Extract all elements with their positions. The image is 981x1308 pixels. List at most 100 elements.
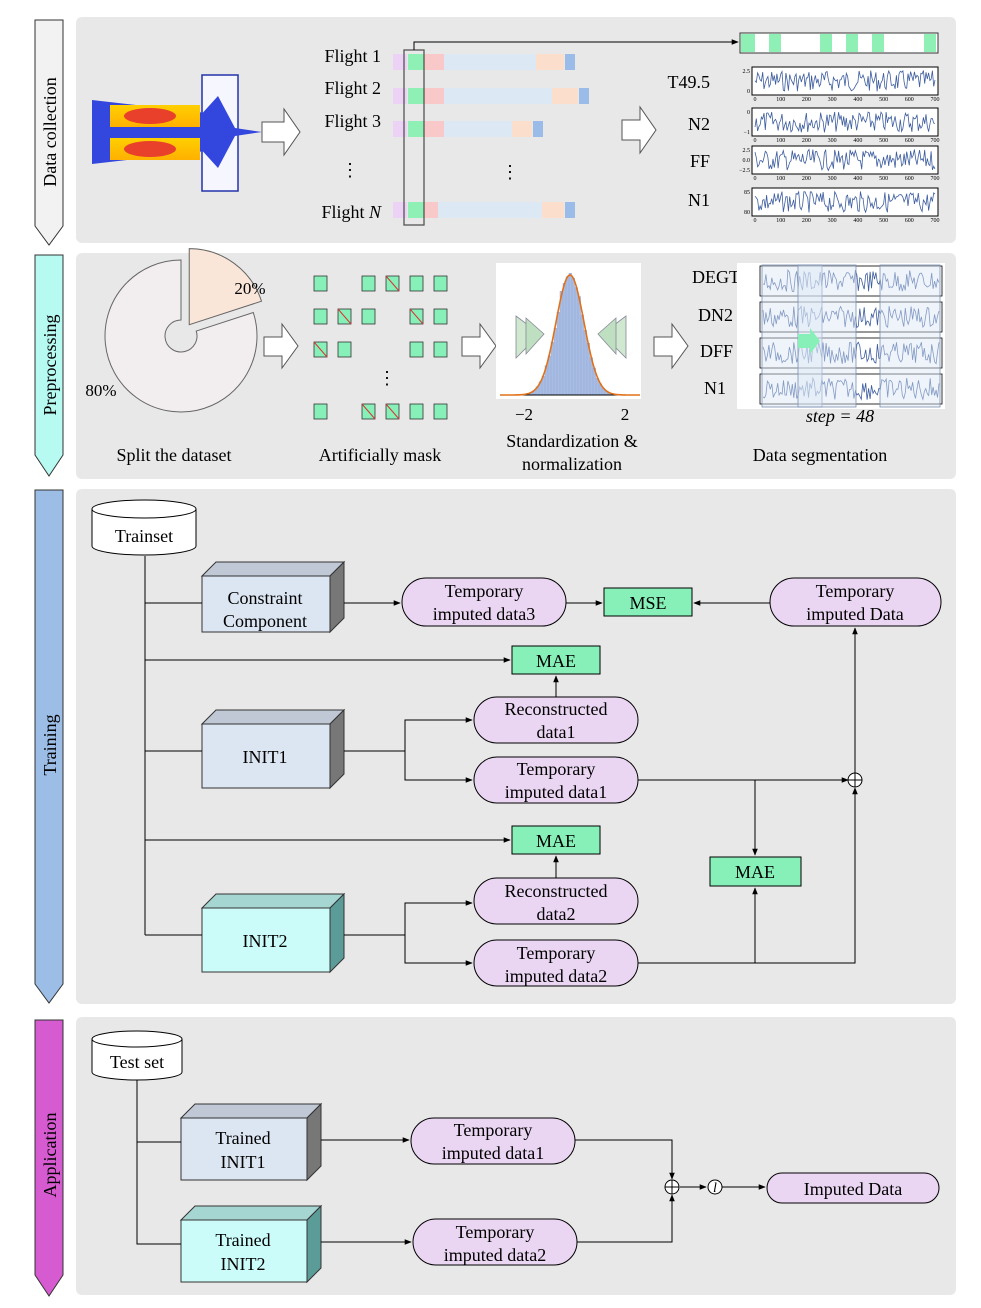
masked-cell (409, 308, 424, 325)
series-y-tick: 2.5 (743, 69, 751, 75)
series-x-tick: 0 (754, 218, 757, 224)
series-y-tick: 0.0 (743, 158, 751, 164)
reconstructed-data2-node: Reconstructed data2 (473, 877, 639, 925)
segment-line-3 (762, 341, 940, 365)
init1-block: INIT1 (200, 708, 346, 790)
flight-list: Flight 1 Flight 2 Flight 3 ⋮ Flight N ⋮ (321, 46, 519, 222)
segment-line-2 (762, 305, 940, 329)
series-x-tick: 100 (776, 138, 785, 144)
series-x-tick: 100 (776, 176, 785, 182)
tmp-imputed-data-node: Temporary imputed Data (769, 577, 942, 627)
constraint-label-1: Constraint (228, 588, 303, 608)
tmp-out-label-1: Temporary (816, 581, 895, 601)
observed-cell (409, 341, 424, 358)
segment-series (759, 265, 943, 405)
histogram-bar (547, 355, 551, 396)
observed-cell (313, 403, 328, 420)
series-y-tick: −1 (744, 130, 750, 136)
segment-line-4 (762, 376, 940, 401)
bar-vdots: ⋮ (501, 162, 519, 182)
series-x-tick: 300 (828, 97, 837, 103)
histogram-bar (565, 276, 569, 396)
seg-label-n1: N1 (704, 378, 726, 398)
observed-cell (361, 308, 376, 325)
testset-label: Test set (110, 1052, 164, 1072)
stage-label-preprocessing: Preprocessing (40, 315, 60, 416)
series-x-tick: 500 (879, 176, 888, 182)
series-x-tick: 300 (828, 138, 837, 144)
application-connectors (136, 1080, 766, 1245)
split-pie: 20% 80% (85, 248, 266, 413)
trained-init2-label-1: Trained (215, 1230, 270, 1250)
pie-label-20: 20% (234, 279, 265, 298)
tmp1-label-1: Temporary (517, 759, 596, 779)
series-line-4 (754, 190, 936, 214)
tmp-imputed-data3-node: Temporary imputed data3 (401, 577, 567, 627)
series-label-ff: FF (690, 151, 710, 171)
trained-init1-label-1: Trained (215, 1128, 270, 1148)
imputed-data-label: Imputed Data (804, 1179, 902, 1199)
reconstructed-data1-node: Reconstructed data1 (473, 696, 639, 744)
masked-cell (361, 403, 376, 420)
segment-plot-3 (759, 337, 943, 369)
histogram-bar (571, 277, 575, 396)
series-x-tick: 400 (853, 97, 862, 103)
converge-arrow-right-2 (597, 317, 617, 356)
observed-cell (409, 403, 424, 420)
segment-line-1 (762, 268, 940, 293)
series-y-tick: 80 (744, 210, 750, 216)
rec2-label-2: data2 (537, 904, 576, 924)
observed-cell (433, 275, 448, 292)
flight-label-1: Flight 1 (324, 46, 381, 66)
testset-db: Test set (91, 1030, 183, 1081)
trained-init1-block: Trained INIT1 (179, 1102, 323, 1182)
mae-node-1: MAE (511, 645, 601, 675)
hist-tick-neg2: −2 (515, 405, 533, 424)
series-label-n1: N1 (688, 190, 710, 210)
flight-bar-1 (393, 54, 575, 70)
histogram-bars (500, 273, 640, 396)
app-tmp2-label-1: Temporary (456, 1222, 535, 1242)
init2-label: INIT2 (243, 931, 288, 951)
mae1-label: MAE (536, 651, 576, 671)
histogram-bar (568, 273, 572, 396)
observed-cell (433, 308, 448, 325)
normal-curve (500, 274, 640, 396)
stage-label-training: Training (40, 714, 60, 775)
series-x-tick: 400 (853, 138, 862, 144)
mae3-label: MAE (735, 862, 775, 882)
trainset-label: Trainset (115, 526, 173, 546)
mse-node: MSE (603, 587, 693, 617)
series-x-tick: 200 (802, 218, 811, 224)
app-tmp2-label-2: imputed data2 (444, 1245, 546, 1265)
tmp1-label-2: imputed data1 (505, 782, 607, 802)
histogram-panel: −2 2 (496, 263, 641, 424)
step-standardize-label-2: normalization (522, 454, 622, 474)
seg-label-dff: DFF (700, 341, 733, 361)
histogram-bar (583, 330, 587, 396)
histogram-bar (559, 291, 563, 396)
constraint-component-block: Constraint Component (200, 560, 346, 634)
mask-grid (313, 275, 448, 420)
step-split-label: Split the dataset (117, 445, 232, 465)
masked-cell (337, 308, 352, 325)
tmp-out-label-2: imputed Data (806, 604, 903, 624)
series-label-n2: N2 (688, 114, 710, 134)
tmp2-label-2: imputed data2 (505, 966, 607, 986)
series-x-tick: 0 (754, 176, 757, 182)
histogram-bar (556, 311, 560, 396)
series-x-tick: 700 (931, 218, 940, 224)
series-x-tick: 600 (905, 97, 914, 103)
training-connectors (145, 600, 858, 966)
series-x-tick: 600 (905, 138, 914, 144)
pie-label-80: 80% (85, 381, 116, 400)
segment-plot-1 (759, 265, 943, 297)
rec2-label-1: Reconstructed (505, 881, 608, 901)
step-mask-label: Artificially mask (319, 445, 441, 465)
step-segment-label: Data segmentation (753, 445, 887, 465)
seg-label-degt: DEGT (692, 267, 740, 287)
